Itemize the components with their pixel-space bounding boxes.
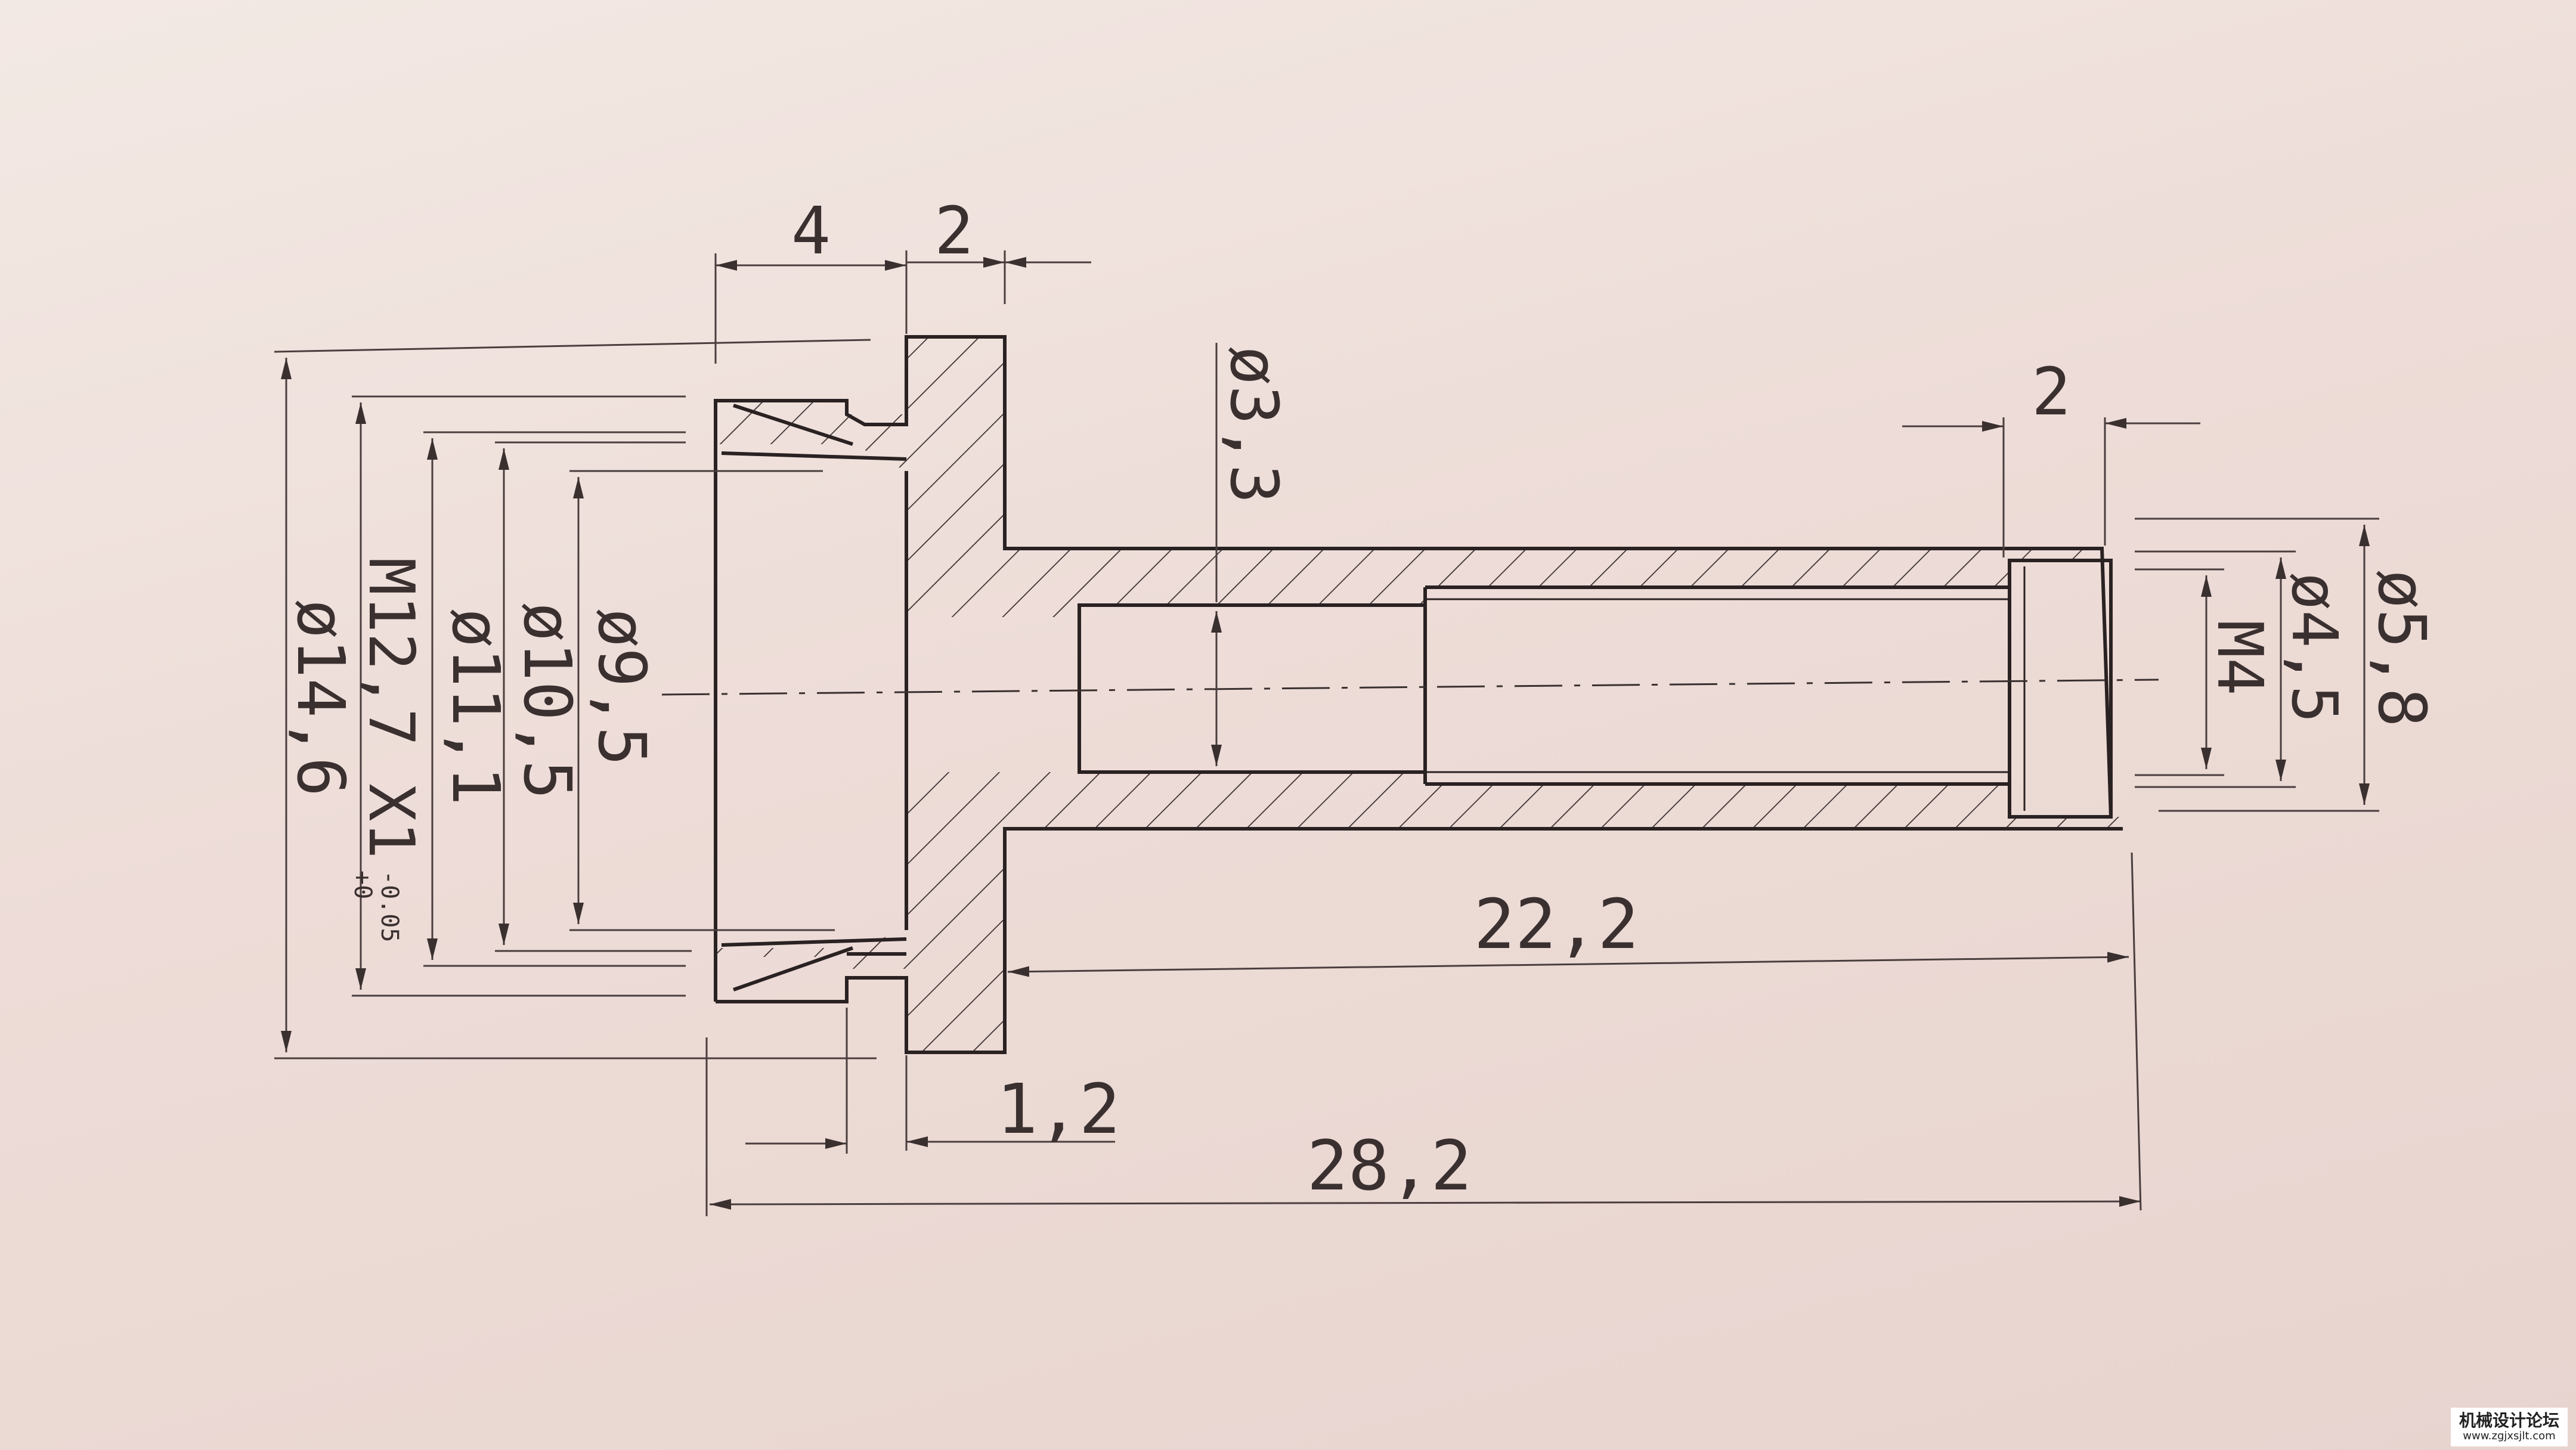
- dimension-labels: 4 2 2 ø3,3 ø9,5 ø10,5 ø11,1 M12,7 X1 +0 …: [283, 193, 2440, 1206]
- section-hatch-upper: [716, 337, 2102, 617]
- dim-recess-diameter: ø9,5: [584, 608, 660, 766]
- dim-shaft-length: 22,2: [1474, 885, 1639, 965]
- dim-groove-diameter: ø10,5: [509, 602, 586, 800]
- outline-bottom: [716, 827, 2123, 1054]
- dim-thread-callout: M12,7 X1: [355, 557, 428, 859]
- dim-chamfer-diameter: ø11,1: [438, 608, 514, 805]
- watermark-name: 机械设计论坛: [2459, 1411, 2559, 1431]
- dim-tolerance-lower: -0.05: [376, 870, 403, 942]
- dimension-lines: [274, 250, 2379, 1216]
- dim-groove-width: 1,2: [996, 1070, 1120, 1150]
- dim-shaft-diameter: ø5,8: [2364, 569, 2440, 727]
- dim-small-counterbore-diameter: ø4,5: [2278, 572, 2351, 723]
- dim-thread-small: M4: [2203, 620, 2276, 695]
- center-line: [661, 678, 2159, 696]
- dim-flange-thickness: 2: [934, 193, 974, 269]
- part-section: [661, 335, 2159, 1054]
- watermark-badge: 机械设计论坛 www.zgjxsjlt.com: [2450, 1408, 2568, 1446]
- section-hatch-lower: [716, 772, 2123, 1052]
- dim-overall-length: 28,2: [1307, 1126, 1472, 1206]
- dim-tolerance-upper: +0: [349, 870, 376, 899]
- dim-end-counterbore-length: 2: [2032, 354, 2071, 430]
- dim-flange-step: 4: [791, 193, 831, 269]
- dim-bore-diameter: ø3,3: [1216, 346, 1292, 504]
- dim-flange-diameter: ø14,6: [283, 599, 359, 797]
- watermark-url: www.zgjxsjlt.com: [2463, 1430, 2556, 1443]
- outline-top: [714, 335, 2113, 1002]
